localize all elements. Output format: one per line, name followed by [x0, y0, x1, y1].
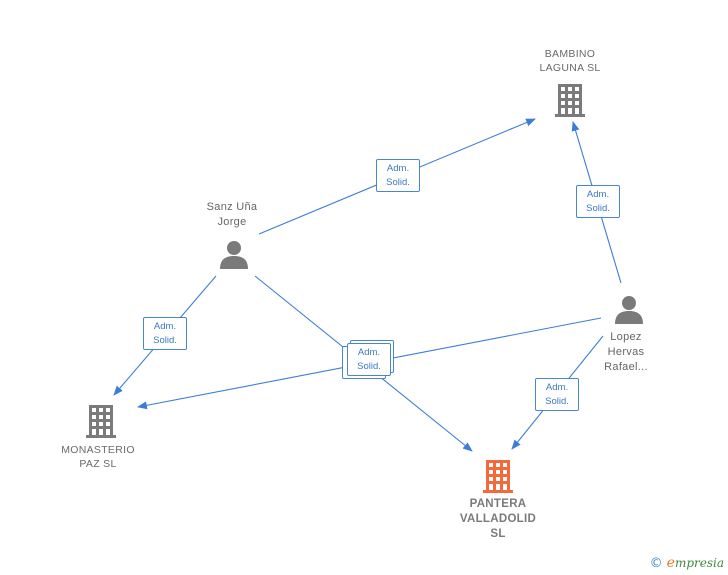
node-sanz-person-icon[interactable] [220, 241, 248, 269]
edge-badge-sanz-monasterio[interactable]: Adm. Solid. [143, 317, 187, 350]
node-monasterio-label[interactable]: MONASTERIO PAZ SL [61, 444, 135, 470]
node-monasterio-building-icon[interactable] [86, 405, 116, 438]
edge-badge-lopez-pantera[interactable]: Adm. Solid. [535, 378, 579, 411]
brand-logo-e: e [666, 555, 675, 571]
node-bambino-building-icon[interactable] [555, 84, 585, 117]
edge-badge-sanz-bambino[interactable]: Adm. Solid. [376, 159, 420, 192]
edge-badge-role-type: Solid. [545, 396, 569, 407]
edge-badge-lopez-bambino[interactable]: Adm. Solid. [576, 185, 620, 218]
edge-badge-role: Adm. [545, 382, 569, 393]
node-lopez-person-icon[interactable] [615, 296, 643, 324]
copyright-icon: © [649, 556, 663, 571]
edge-badge-role-type: Solid. [357, 361, 381, 372]
empresia-brand[interactable]: ©empresia [650, 555, 724, 571]
brand-name: mpresia [674, 556, 724, 570]
edge-badge-role: Adm. [386, 163, 410, 174]
edge-badge-role-type: Solid. [153, 335, 177, 346]
edge-badge-role: Adm. [357, 347, 381, 358]
node-pantera-building-icon[interactable] [483, 460, 513, 493]
node-sanz-label[interactable]: Sanz Uña Jorge [206, 201, 258, 228]
edge-badge-role: Adm. [153, 321, 177, 332]
node-pantera-label[interactable]: PANTERA VALLADOLID SL [459, 498, 537, 540]
node-lopez-label[interactable]: Lopez Hervas Rafael... [604, 331, 648, 373]
edge-badge-role-type: Solid. [586, 203, 610, 214]
node-bambino-label[interactable]: BAMBINO LAGUNA SL [539, 48, 601, 74]
nodes-layer [86, 84, 643, 493]
edge-badge-role: Adm. [586, 189, 610, 200]
edge-badge-lopez-monasterio[interactable]: Adm. Solid. [347, 343, 391, 376]
edge-badge-role-type: Solid. [386, 177, 410, 188]
